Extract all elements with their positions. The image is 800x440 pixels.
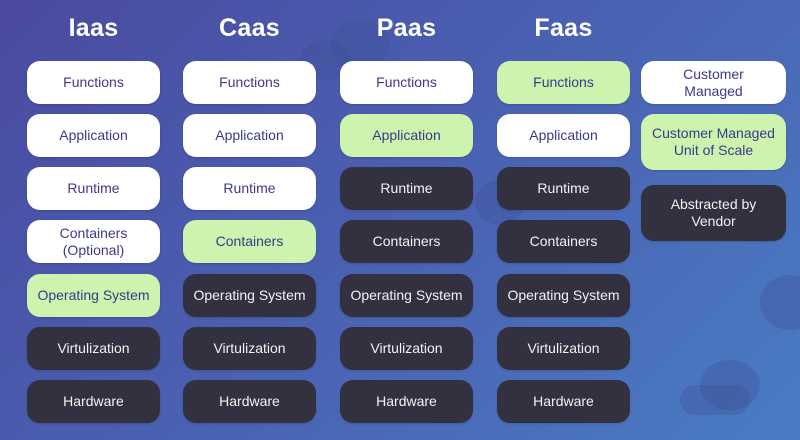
layer-label: Application [529, 127, 598, 143]
layer-box-iaas-hardware: Hardware [27, 380, 160, 423]
layer-label: Virtulization [370, 340, 443, 356]
layer-box-faas-functions: Functions [497, 61, 630, 104]
layer-label: Application [372, 127, 441, 143]
column-title-paas: Paas [376, 14, 437, 42]
layer-label: Functions [63, 74, 124, 90]
legend-label: Customer Managed [683, 65, 744, 99]
layer-box-caas-runtime: Runtime [183, 167, 316, 210]
legend-item-dark: Abstracted by Vendor [641, 185, 786, 241]
layer-box-faas-hardware: Hardware [497, 380, 630, 423]
layer-box-paas-functions: Functions [340, 61, 473, 104]
layer-box-caas-application: Application [183, 114, 316, 157]
cloud-decoration [700, 360, 760, 410]
layer-label: Runtime [380, 180, 433, 196]
layer-box-caas-functions: Functions [183, 61, 316, 104]
layer-label: Functions [376, 74, 437, 90]
layer-label: Hardware [219, 393, 280, 409]
layer-label: Operating System [37, 287, 150, 303]
layer-label: Application [215, 127, 284, 143]
layer-box-iaas-containers-optional: Containers (Optional) [27, 220, 160, 263]
cloud-decoration [760, 275, 800, 330]
layer-box-caas-operating-system: Operating System [183, 274, 316, 317]
layer-label: Operating System [507, 287, 620, 303]
layer-box-paas-runtime: Runtime [340, 167, 473, 210]
layer-box-faas-virtulization: Virtulization [497, 327, 630, 370]
legend-label: Abstracted by Vendor [670, 196, 757, 229]
layer-box-paas-application: Application [340, 114, 473, 157]
layer-label: Runtime [223, 180, 276, 196]
layer-label: Virtulization [57, 340, 130, 356]
layer-box-iaas-virtulization: Virtulization [27, 327, 160, 370]
layer-label: Operating System [193, 287, 306, 303]
layer-box-iaas-functions: Functions [27, 61, 160, 104]
layer-box-paas-hardware: Hardware [340, 380, 473, 423]
layer-label: Runtime [537, 180, 590, 196]
layer-label: Containers [372, 233, 441, 249]
legend-item-white: Customer Managed [641, 61, 786, 104]
layer-label: Functions [533, 74, 594, 90]
layer-label: Runtime [67, 180, 120, 196]
layer-label: Operating System [350, 287, 463, 303]
layer-label: Application [59, 127, 128, 143]
layer-box-iaas-operating-system: Operating System [27, 274, 160, 317]
layer-box-paas-containers: Containers [340, 220, 473, 263]
layer-label: Hardware [533, 393, 594, 409]
layer-label: Containers [529, 233, 598, 249]
column-title-faas: Faas [534, 14, 593, 42]
column-title-caas: Caas [219, 14, 280, 42]
legend-label: Customer Managed Unit of Scale [652, 125, 775, 158]
layer-label: Functions [219, 74, 280, 90]
layer-label: Virtulization [213, 340, 286, 356]
layer-label: Containers [215, 233, 284, 249]
layer-label: Hardware [376, 393, 437, 409]
layer-box-caas-containers: Containers [183, 220, 316, 263]
column-title-iaas: Iaas [68, 14, 119, 42]
cloud-decoration [680, 385, 750, 415]
layer-box-faas-application: Application [497, 114, 630, 157]
legend-item-green: Customer Managed Unit of Scale [641, 114, 786, 170]
layer-label: Virtulization [527, 340, 600, 356]
layer-label: Hardware [63, 393, 124, 409]
layer-box-iaas-runtime: Runtime [27, 167, 160, 210]
layer-box-faas-containers: Containers [497, 220, 630, 263]
layer-box-iaas-application: Application [27, 114, 160, 157]
layer-box-faas-operating-system: Operating System [497, 274, 630, 317]
layer-box-paas-operating-system: Operating System [340, 274, 473, 317]
layer-box-caas-hardware: Hardware [183, 380, 316, 423]
layer-label: Containers (Optional) [59, 224, 128, 258]
layer-box-paas-virtulization: Virtulization [340, 327, 473, 370]
layer-box-faas-runtime: Runtime [497, 167, 630, 210]
layer-box-caas-virtulization: Virtulization [183, 327, 316, 370]
